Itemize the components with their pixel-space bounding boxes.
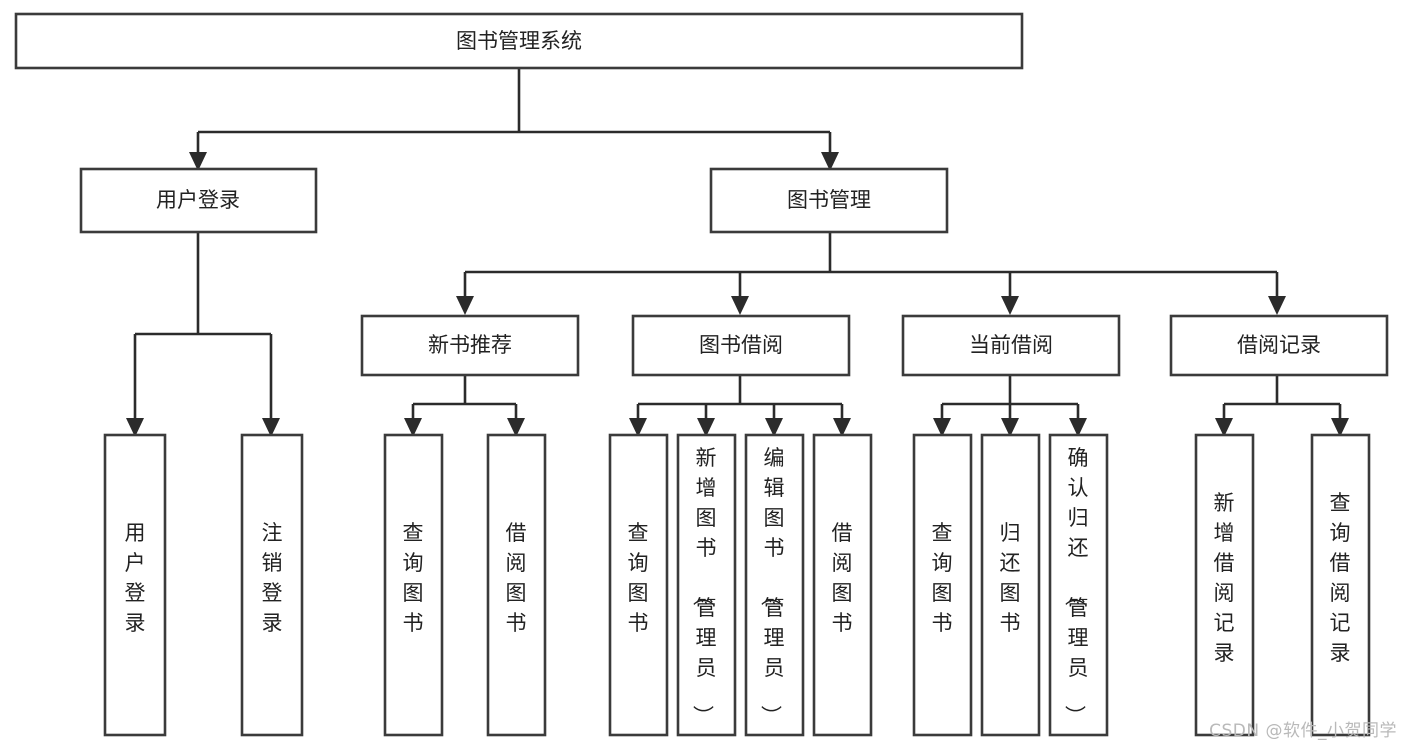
node-root-box[interactable] — [14, 12, 1024, 70]
node-current-borrow-label: 当前借阅 — [969, 333, 1053, 357]
node-new-book-rec-box[interactable] — [360, 314, 580, 377]
node-leaf-query-record[interactable]: 查询借阅记录 — [1310, 433, 1371, 737]
node-root[interactable]: 图书管理系统 — [14, 12, 1024, 70]
node-leaf-borrow-book-1[interactable]: 借阅图书 — [486, 433, 547, 737]
node-leaf-edit-book-label: 编辑图书（管理员） — [759, 446, 785, 726]
node-new-book-rec-label: 新书推荐 — [428, 333, 512, 357]
node-current-borrow[interactable]: 当前借阅 — [901, 314, 1121, 377]
node-leaf-borrow-book-2[interactable]: 借阅图书 — [812, 433, 873, 737]
node-leaf-user-login[interactable]: 用户登录 — [103, 433, 167, 737]
node-leaf-query-book-1-label: 查询图书 — [403, 521, 424, 635]
node-leaf-logout[interactable]: 注销登录 — [240, 433, 304, 737]
node-borrow-record-label: 借阅记录 — [1237, 333, 1321, 357]
node-book-borrow-label: 图书借阅 — [699, 333, 783, 357]
arrow-to-borrow-record — [1268, 296, 1286, 315]
node-leaf-logout-box[interactable] — [240, 433, 304, 737]
node-book-manage-label: 图书管理 — [787, 188, 871, 212]
node-leaf-confirm-return[interactable]: 确认归还（管理员） — [1048, 433, 1109, 737]
node-leaf-confirm-return-box[interactable] — [1048, 433, 1109, 737]
node-leaf-query-book-3[interactable]: 查询图书 — [912, 433, 973, 737]
arrow-to-book-borrow — [731, 296, 749, 315]
node-leaf-add-record-label: 新增借阅记录 — [1214, 491, 1235, 665]
arrow-to-current-borrow — [1001, 296, 1019, 315]
node-user-login[interactable]: 用户登录 — [79, 167, 318, 234]
node-borrow-record-box[interactable] — [1169, 314, 1389, 377]
node-leaf-user-login-label: 用户登录 — [125, 521, 146, 635]
node-user-login-label: 用户登录 — [156, 188, 240, 212]
node-leaf-user-login-box[interactable] — [103, 433, 167, 737]
node-leaf-query-book-1-box[interactable] — [383, 433, 444, 737]
node-leaf-add-book[interactable]: 新增图书（管理员） — [676, 433, 737, 737]
node-leaf-borrow-book-1-label: 借阅图书 — [506, 521, 527, 635]
node-root-label: 图书管理系统 — [456, 29, 582, 53]
node-leaf-query-book-1[interactable]: 查询图书 — [383, 433, 444, 737]
node-leaf-query-book-2-label: 查询图书 — [628, 521, 649, 635]
arrow-to-new-book-rec — [456, 296, 474, 315]
node-leaf-query-book-2[interactable]: 查询图书 — [608, 433, 669, 737]
connector-layer — [126, 68, 1349, 437]
node-leaf-edit-book-box[interactable] — [744, 433, 805, 737]
node-current-borrow-box[interactable] — [901, 314, 1121, 377]
node-new-book-rec[interactable]: 新书推荐 — [360, 314, 580, 377]
node-leaf-add-record[interactable]: 新增借阅记录 — [1194, 433, 1255, 737]
node-borrow-record[interactable]: 借阅记录 — [1169, 314, 1389, 377]
node-user-login-box[interactable] — [79, 167, 318, 234]
node-leaf-borrow-book-1-box[interactable] — [486, 433, 547, 737]
node-leaf-return-book-label: 归还图书 — [1000, 521, 1021, 635]
node-leaf-confirm-return-label: 确认归还（管理员） — [1063, 446, 1089, 726]
node-leaf-borrow-book-2-label: 借阅图书 — [832, 521, 853, 635]
node-leaf-query-book-3-label: 查询图书 — [932, 521, 953, 635]
node-book-borrow-box[interactable] — [631, 314, 851, 377]
node-leaf-borrow-book-2-box[interactable] — [812, 433, 873, 737]
node-leaf-query-book-3-box[interactable] — [912, 433, 973, 737]
node-book-manage[interactable]: 图书管理 — [709, 167, 949, 234]
node-leaf-add-record-box[interactable] — [1194, 433, 1255, 737]
node-leaf-return-book-box[interactable] — [980, 433, 1041, 737]
node-book-manage-box[interactable] — [709, 167, 949, 234]
node-leaf-query-record-label: 查询借阅记录 — [1330, 491, 1351, 665]
node-leaf-query-record-box[interactable] — [1310, 433, 1371, 737]
node-book-borrow[interactable]: 图书借阅 — [631, 314, 851, 377]
node-leaf-logout-label: 注销登录 — [262, 521, 283, 635]
node-leaf-return-book[interactable]: 归还图书 — [980, 433, 1041, 737]
node-leaf-query-book-2-box[interactable] — [608, 433, 669, 737]
node-leaf-add-book-label: 新增图书（管理员） — [691, 446, 717, 726]
node-leaf-add-book-box[interactable] — [676, 433, 737, 737]
node-leaf-edit-book[interactable]: 编辑图书（管理员） — [744, 433, 805, 737]
